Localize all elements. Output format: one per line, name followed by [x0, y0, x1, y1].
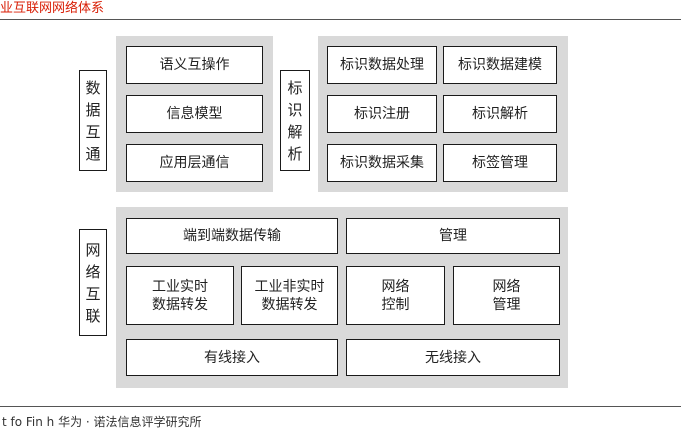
tag-management-box: 标签管理: [443, 144, 557, 182]
network-interconnect-label: 网 络 互 联: [79, 229, 107, 336]
identifier-resolution-label: 标 识 解 析: [280, 70, 310, 171]
id-data-modeling-box: 标识数据建模: [443, 46, 557, 84]
wireless-access-box: 无线接入: [346, 339, 560, 376]
data-interop-panel: 语义互操作 信息模型 应用层通信: [116, 36, 273, 192]
network-control-box: 网络 控制: [346, 266, 445, 325]
id-data-processing-box: 标识数据处理: [327, 46, 437, 84]
semantic-interop-box: 语义互操作: [126, 46, 263, 84]
network-interconnect-panel: 端到端数据传输 管理 工业实时 数据转发 工业非实时 数据转发 网络 控制 网络…: [116, 207, 568, 388]
wired-access-box: 有线接入: [126, 339, 338, 376]
header-divider: [0, 19, 681, 20]
identifier-resolution-panel: 标识数据处理 标识数据建模 标识注册 标识解析 标识数据采集 标签管理: [318, 36, 568, 192]
page-title: 业互联网网络体系: [0, 1, 105, 16]
info-model-box: 信息模型: [126, 95, 263, 133]
industrial-realtime-box: 工业实时 数据转发: [126, 266, 234, 325]
app-layer-comm-box: 应用层通信: [126, 144, 263, 182]
management-box: 管理: [346, 218, 560, 254]
data-interop-label: 数 据 互 通: [79, 70, 107, 171]
id-data-collection-box: 标识数据采集: [327, 144, 437, 182]
id-resolution-box: 标识解析: [443, 95, 557, 133]
end-to-end-transfer-box: 端到端数据传输: [126, 218, 338, 254]
source-caption: t fo Fin h 华为 · 诺法信息评学研究所: [2, 415, 202, 429]
industrial-nonrealtime-box: 工业非实时 数据转发: [241, 266, 338, 325]
id-registration-box: 标识注册: [327, 95, 437, 133]
footer-divider: [0, 406, 681, 407]
network-management-box: 网络 管理: [453, 266, 560, 325]
